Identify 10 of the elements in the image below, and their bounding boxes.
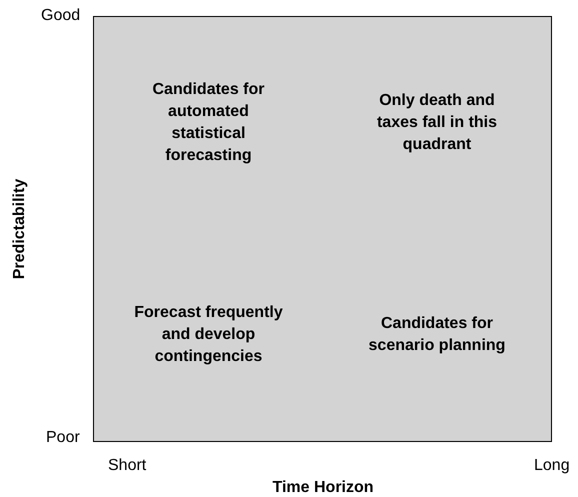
axis-end-label: Good [41,7,80,25]
quadrant-text: Forecast frequently and develop contingencies [134,303,284,367]
axis-end-label: Poor [46,429,80,447]
axis-title: Time Horizon [272,479,374,497]
quadrant-text: Candidates for automated statistical forecasting [151,80,266,166]
quadrant-text: Only death and taxes fall in this quadrant [376,91,498,155]
axis-title: Predictability [11,178,30,280]
quadrant-text: Candidates for scenario planning [368,314,506,356]
axis-end-label: Long [534,457,570,475]
axis-end-label: Short [108,457,146,475]
